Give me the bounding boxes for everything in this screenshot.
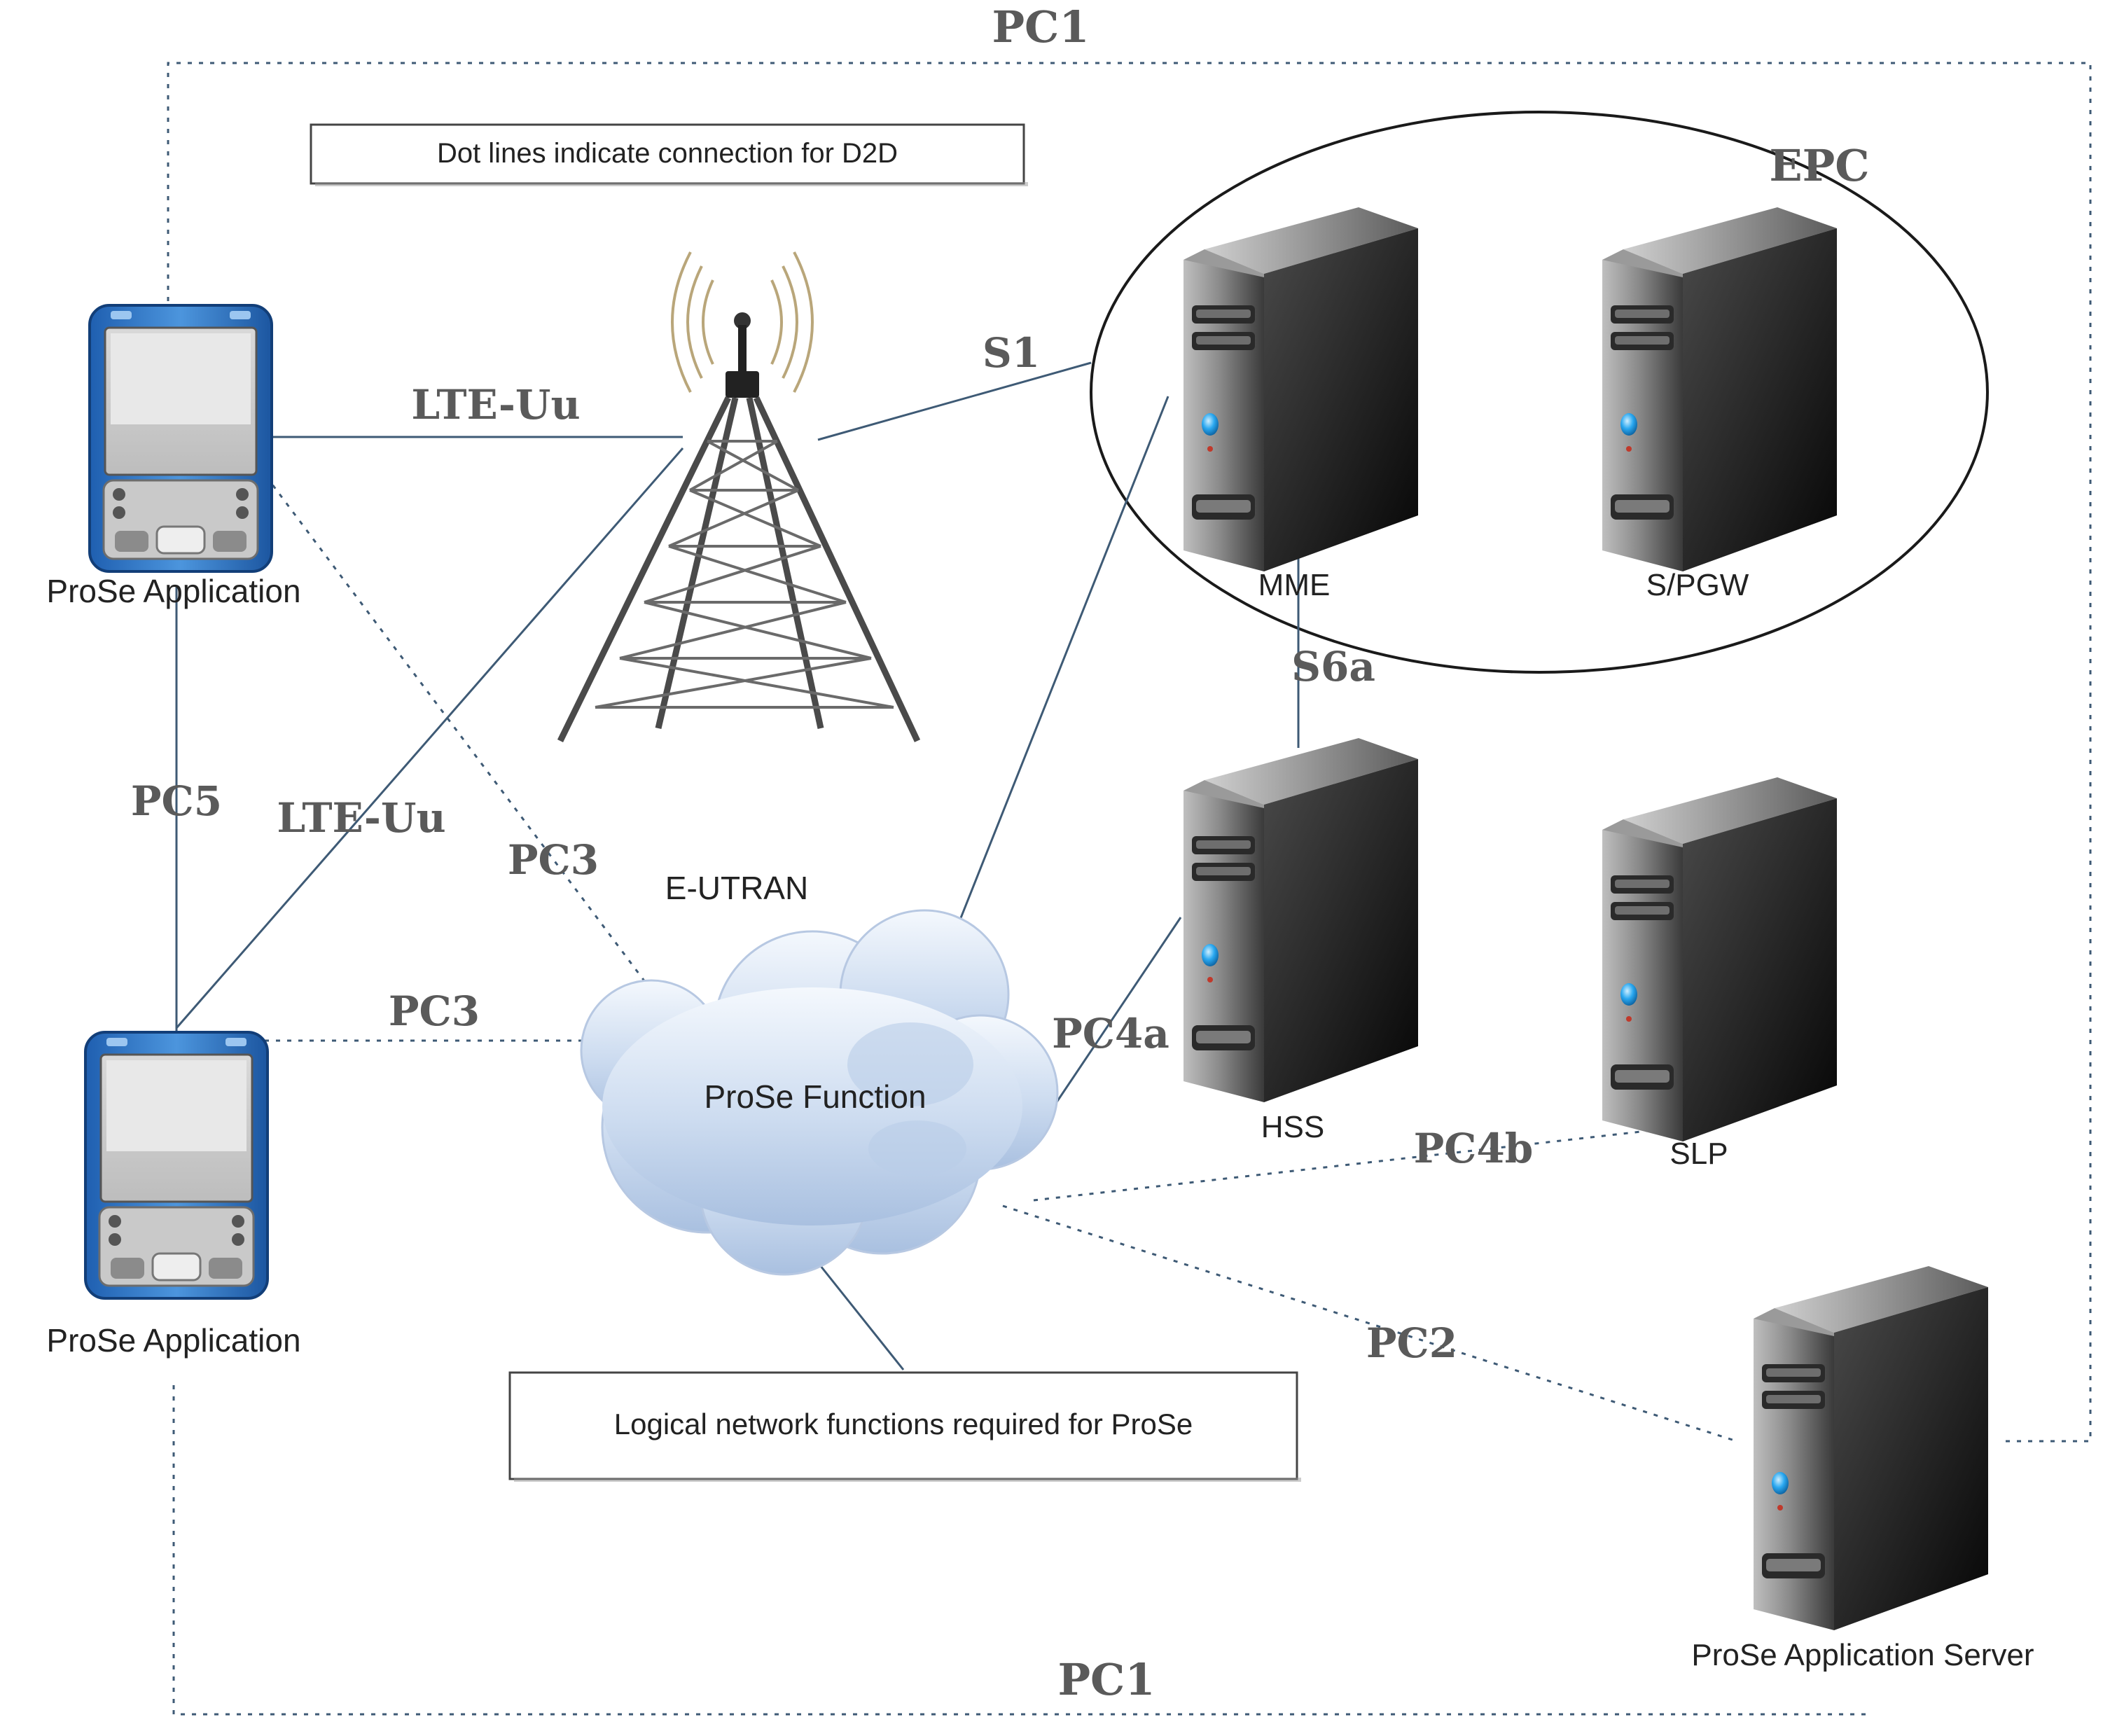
- logical-functions-note-text: Logical network functions required for P…: [614, 1408, 1193, 1440]
- pc3-horizontal-label: PC3: [389, 987, 480, 1035]
- logical-functions-note-box: Logical network functions required for P…: [508, 1371, 1301, 1482]
- handheld-device-icon: [84, 1031, 269, 1300]
- lte-uu-bottom-label: LTE-Uu: [277, 794, 445, 842]
- note-connector-line: [819, 1265, 905, 1370]
- server-icon: [1754, 1266, 1988, 1630]
- epc-label: EPC: [1769, 140, 1869, 191]
- s1-line: [817, 361, 1092, 441]
- cloud-icon: [580, 909, 1059, 1276]
- cell-tower-icon: [557, 251, 921, 742]
- spgw-label: S/PGW: [1646, 568, 1749, 602]
- epc-ellipse: [1090, 111, 1989, 674]
- pc3-diagonal-label: PC3: [508, 836, 599, 884]
- prose-function-label: ProSe Function: [704, 1078, 926, 1115]
- pc4a-label: PC4a: [1052, 1010, 1169, 1057]
- ue-top-label: ProSe Application: [46, 573, 300, 609]
- e-utran-label: E-UTRAN: [665, 870, 808, 906]
- dotted-lines-legend-text: Dot lines indicate connection for D2D: [437, 138, 898, 169]
- server-icon: [1602, 207, 1837, 571]
- mme-label: MME: [1258, 568, 1331, 602]
- pc4a-line: [1045, 917, 1182, 1118]
- s1-label: S1: [983, 329, 1040, 377]
- lte-uu-top-label: LTE-Uu: [411, 381, 580, 429]
- slp-label: SLP: [1670, 1137, 1728, 1171]
- app-server-label: ProSe Application Server: [1691, 1638, 2034, 1672]
- pc1-top-label: PC1: [992, 1, 1089, 53]
- lte-uu-bottom-line: [175, 447, 684, 1029]
- s6a-label: S6a: [1291, 643, 1375, 690]
- pc4b-label: PC4b: [1414, 1125, 1534, 1172]
- server-icon: [1184, 207, 1418, 571]
- server-icon: [1184, 738, 1418, 1102]
- dotted-lines-legend-box: Dot lines indicate connection for D2D: [310, 123, 1028, 186]
- handheld-device-icon: [88, 304, 273, 573]
- server-icon: [1602, 777, 1837, 1141]
- pc5-label: PC5: [131, 777, 222, 825]
- pc2-label: PC2: [1366, 1319, 1457, 1367]
- prose-function-mme-line: [950, 396, 1169, 943]
- pc3-diagonal-line: [265, 475, 674, 1019]
- pc2-line: [1002, 1204, 1737, 1443]
- pc4b-line: [1033, 1126, 1679, 1202]
- ue-bottom-label: ProSe Application: [46, 1322, 300, 1359]
- hss-label: HSS: [1261, 1110, 1324, 1144]
- pc1-bottom-label: PC1: [1057, 1654, 1155, 1705]
- pc1-boundary: [167, 62, 2092, 1716]
- connection-lines: [175, 361, 1737, 1443]
